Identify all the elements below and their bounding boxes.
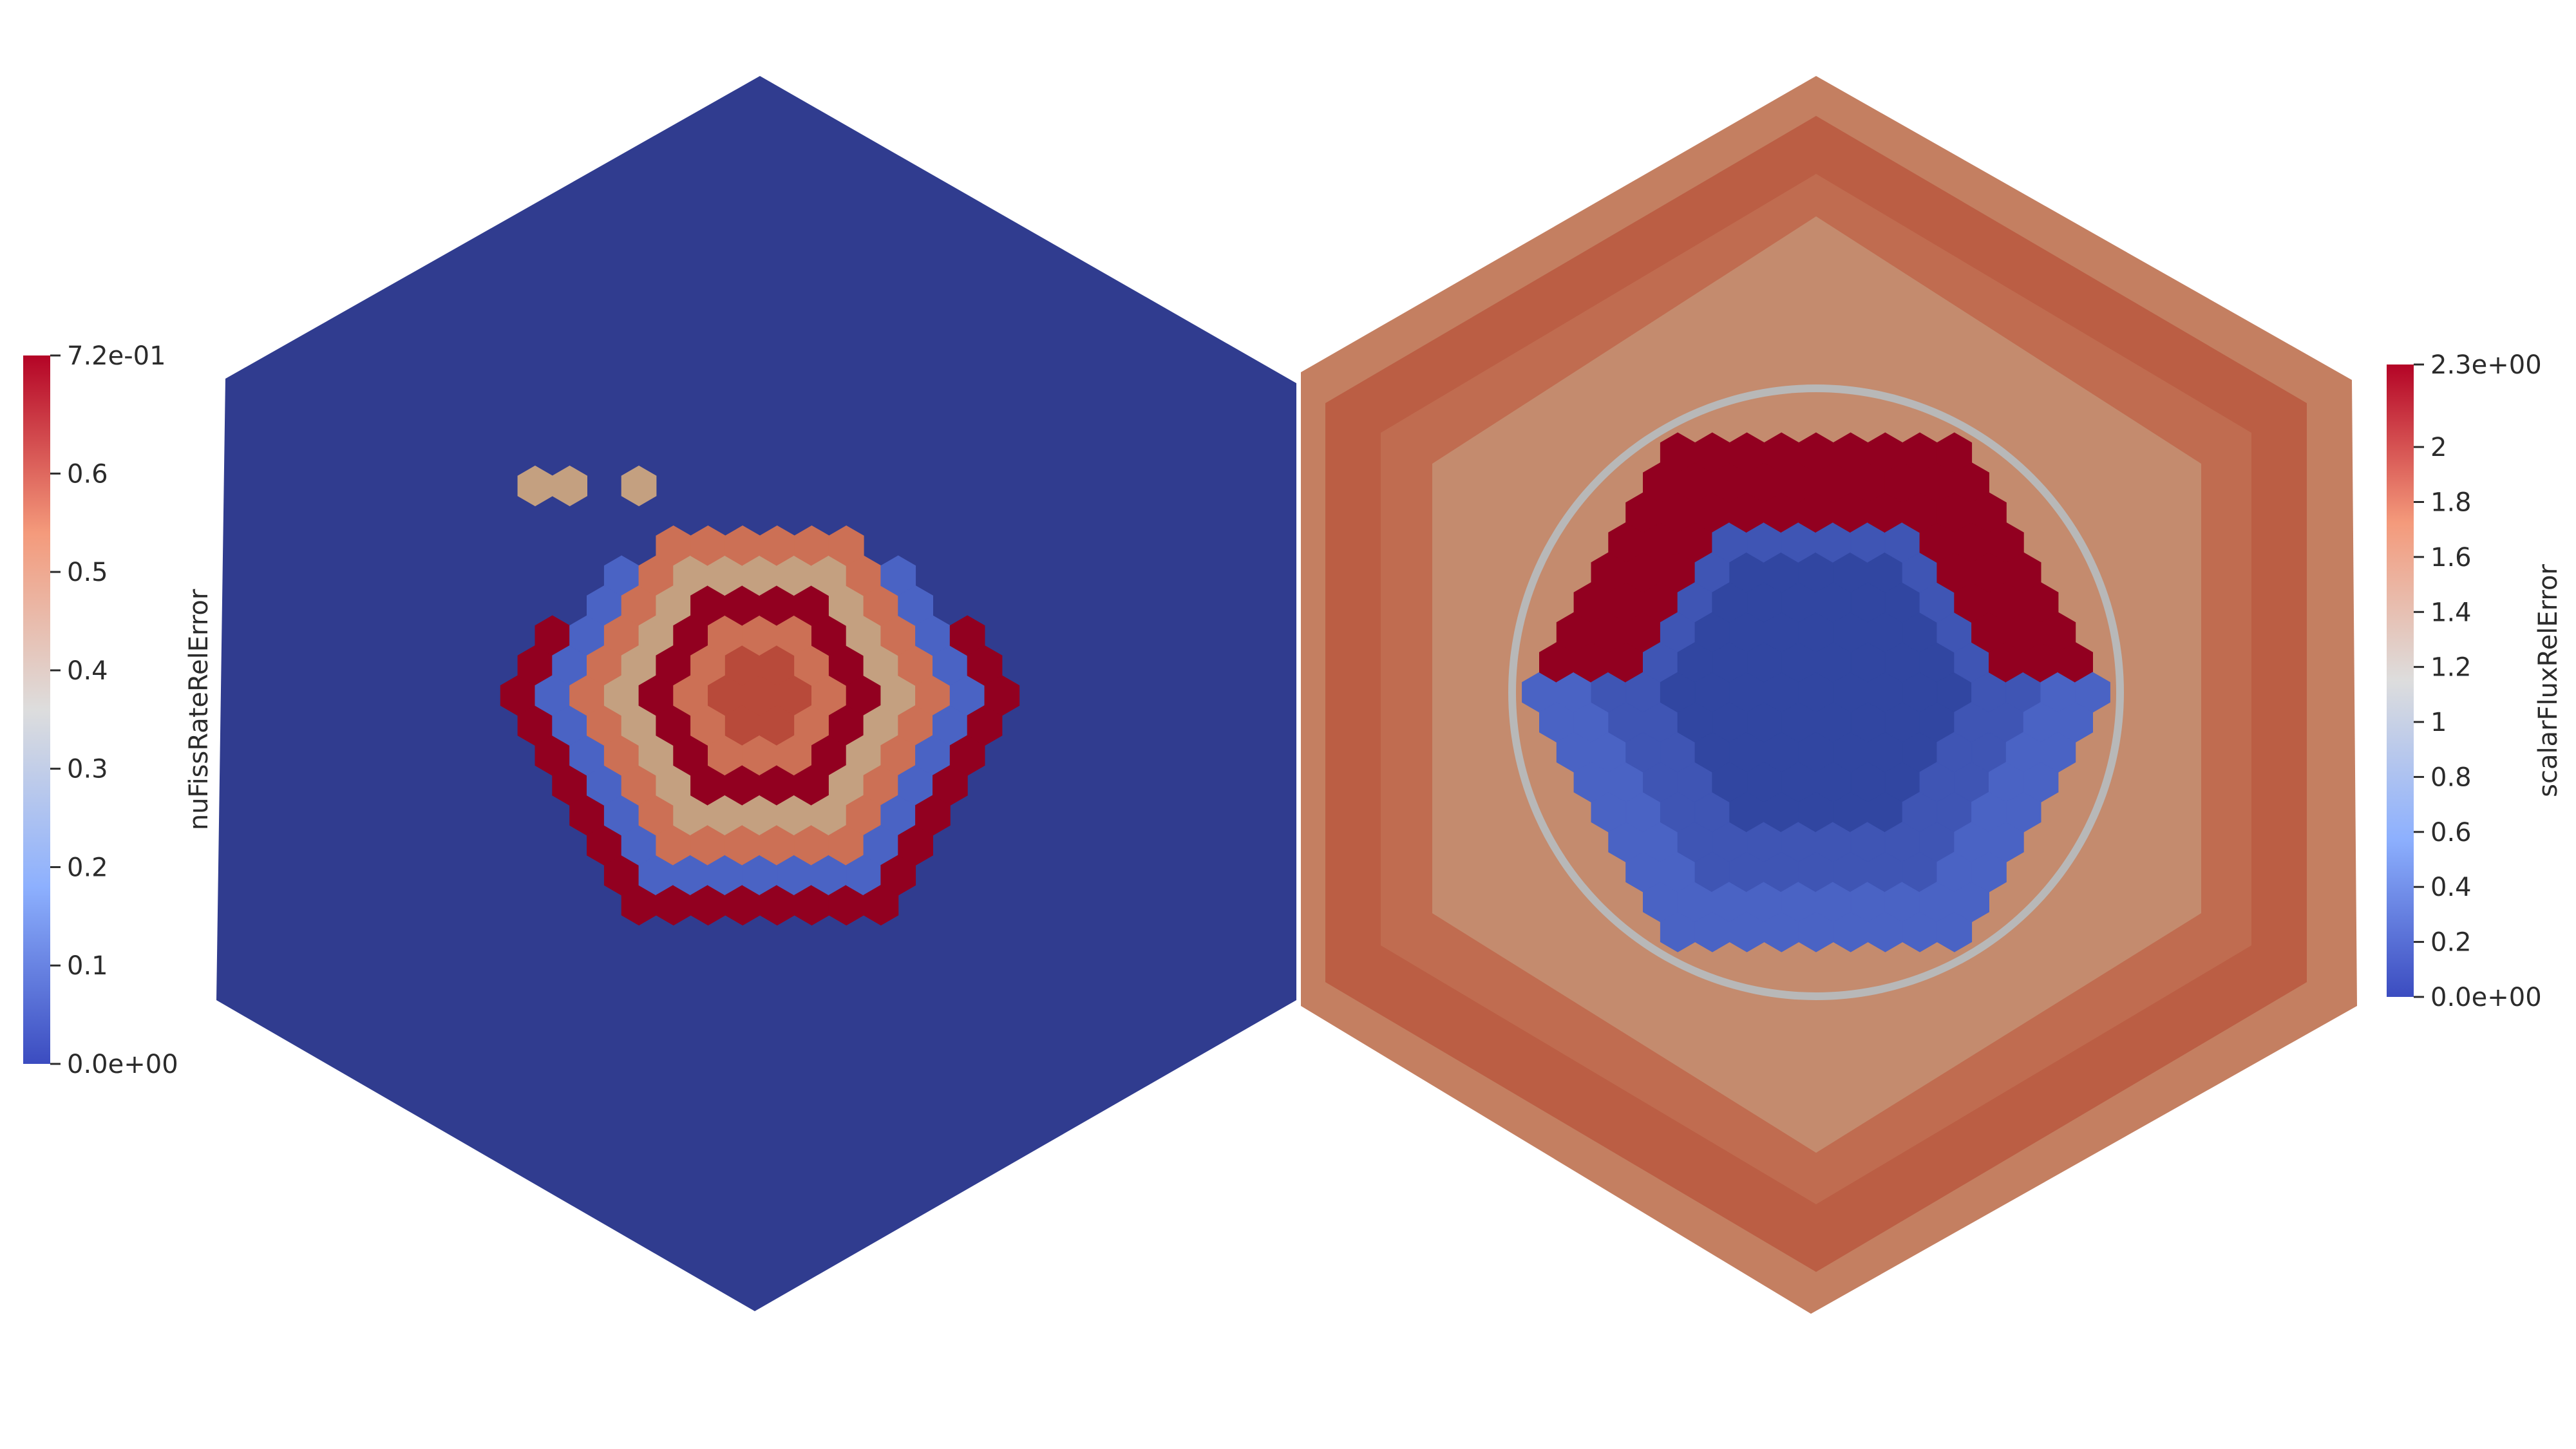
right-colorbar: 2.3e+00 2 1.8 1.6 1.4 1.2 1 0.8 0.6 0.4 0.2 0.0e+00… xyxy=(2387,350,2563,1012)
right-colorbar-tick-label: 0.0e+00 xyxy=(2430,983,2542,1012)
right-colorbar-tick-label: 0.4 xyxy=(2430,873,2472,902)
right-colorbar-tick-label: 2 xyxy=(2430,433,2447,462)
right-colorbar-tick-label: 0.2 xyxy=(2430,928,2472,958)
left-colorbar-tick-label: 0.3 xyxy=(67,755,108,784)
left-colorbar-gradient xyxy=(23,355,50,1064)
left-colorbar: 7.2e-01 0.6 0.5 0.4 0.3 0.2 0.1 0.0e+00 nuFissR… xyxy=(23,341,214,1079)
pin-cell xyxy=(621,465,657,507)
right-colorbar-tick-label: 0.8 xyxy=(2430,762,2472,792)
right-colorbar-tick-label: 0.6 xyxy=(2430,818,2472,848)
left-render-view[interactable] xyxy=(216,76,1296,1311)
right-colorbar-tick-label: 1.2 xyxy=(2430,653,2472,683)
pin-cell xyxy=(552,465,587,507)
left-colorbar-tick-label: 7.2e-01 xyxy=(67,341,166,371)
left-colorbar-tick-label: 0.0e+00 xyxy=(67,1050,178,1079)
right-colorbar-gradient xyxy=(2387,365,2414,997)
right-pin-grid xyxy=(1522,432,2110,952)
right-colorbar-tick-label: 1.8 xyxy=(2430,488,2472,517)
left-colorbar-tick-label: 0.6 xyxy=(67,459,108,489)
right-colorbar-title: scalarFluxRelError xyxy=(2533,564,2563,797)
right-colorbar-tick-label: 1.4 xyxy=(2430,598,2472,627)
pin-cell xyxy=(2075,672,2110,713)
right-colorbar-tick-label: 1 xyxy=(2430,708,2447,737)
left-colorbar-tick-label: 0.5 xyxy=(67,558,108,587)
left-colorbar-tick-label: 0.4 xyxy=(67,656,108,686)
right-colorbar-ticks: 2.3e+00 2 1.8 1.6 1.4 1.2 1 0.8 0.6 0.4 0.2 0.0e+00 xyxy=(2414,350,2542,1012)
left-colorbar-tick-label: 0.2 xyxy=(67,853,108,882)
left-pin-grid xyxy=(500,465,1020,926)
left-colorbar-title: nuFissRateRelError xyxy=(184,589,214,830)
right-render-view[interactable] xyxy=(1301,76,2357,1314)
left-colorbar-tick-label: 0.1 xyxy=(67,951,108,981)
right-colorbar-tick-label: 1.6 xyxy=(2430,543,2472,573)
pin-cell xyxy=(984,675,1020,716)
right-colorbar-tick-label: 2.3e+00 xyxy=(2430,350,2542,380)
left-colorbar-ticks: 7.2e-01 0.6 0.5 0.4 0.3 0.2 0.1 0.0e+00 xyxy=(50,341,178,1079)
